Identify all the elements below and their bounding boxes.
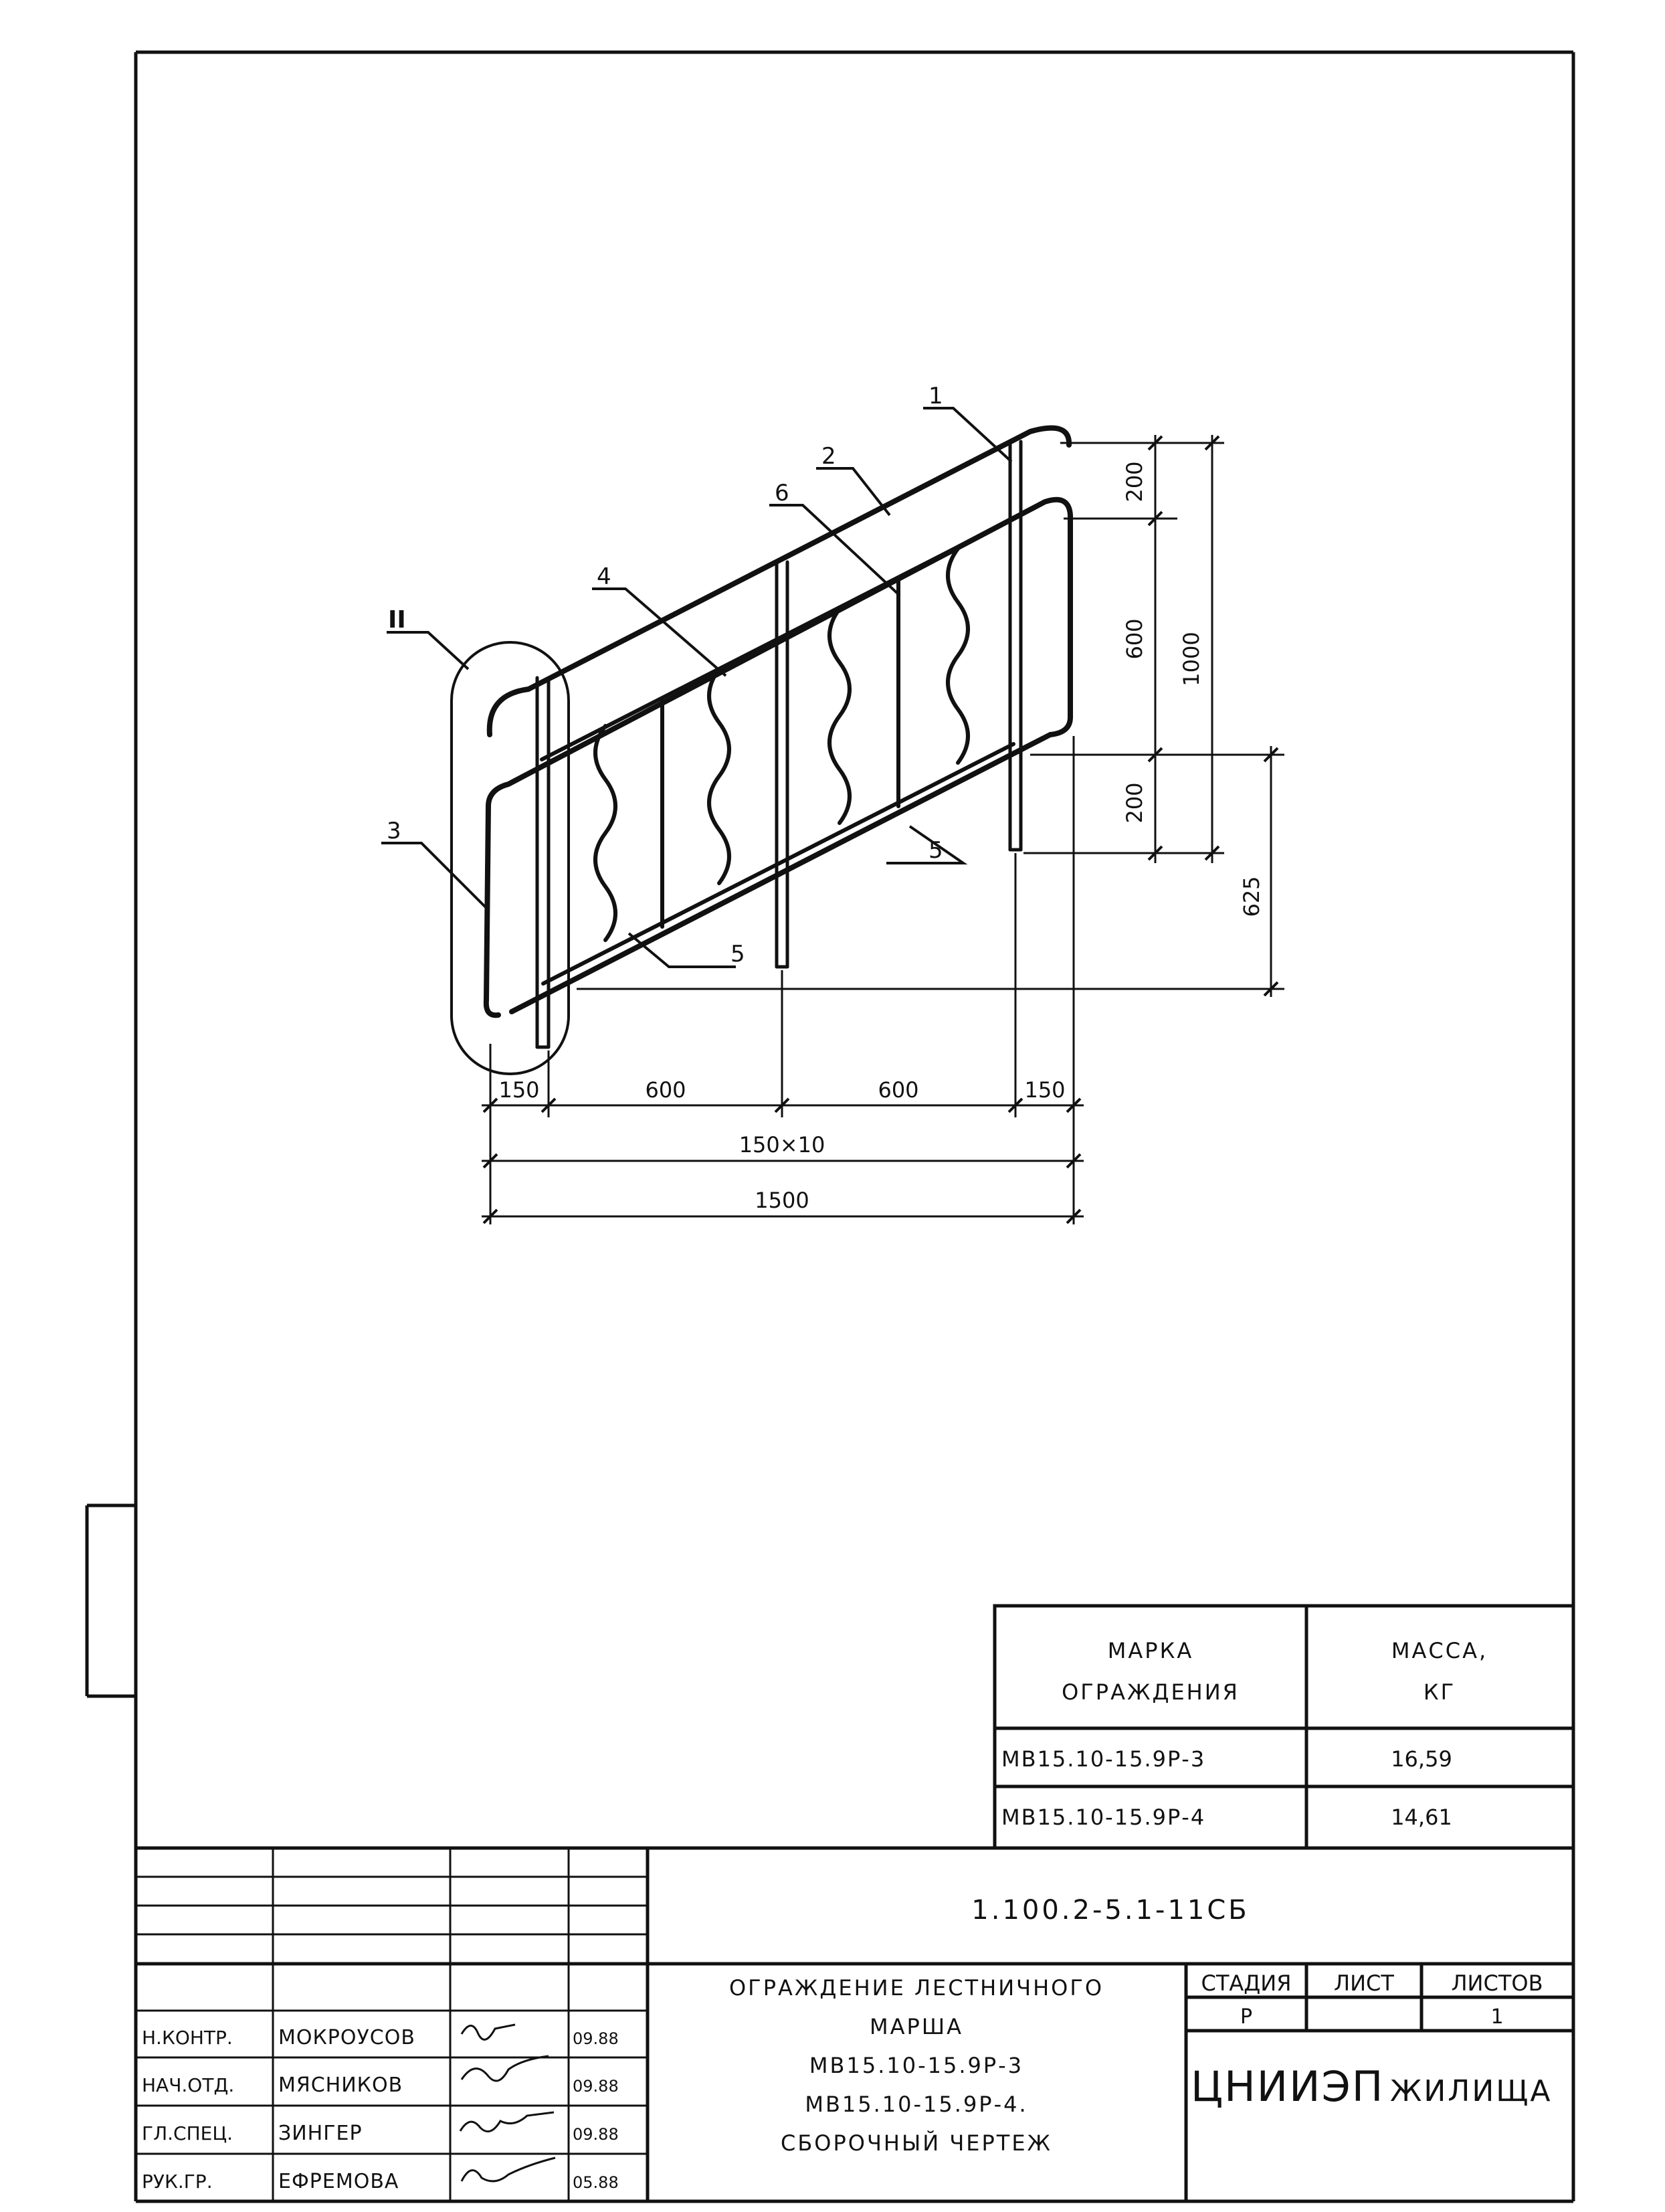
signature — [459, 2111, 555, 2133]
drawing-title-line: МВ15.10-15.9Р-3 — [809, 2053, 1023, 2078]
organization-sub: ЖИЛИЩА — [1390, 2074, 1553, 2108]
vertical-dimensions — [577, 435, 1284, 997]
drawing-title-line: СБОРОЧНЫЙ ЧЕРТЕЖ — [781, 2130, 1052, 2156]
vertical-dimension-labels: 200 600 200 1000 625 — [1122, 461, 1264, 917]
stage-label: СТАДИЯ — [1201, 1970, 1292, 1996]
mass-table-header-mark: МАРКА — [1108, 1638, 1193, 1663]
organization-main: ЦНИИЭП — [1191, 2062, 1384, 2111]
stage-value: Р — [1240, 2005, 1252, 2029]
mass-table-row-mass: 14,61 — [1391, 1805, 1452, 1830]
sign-date: 09.88 — [573, 2029, 619, 2048]
person-name: МЯСНИКОВ — [278, 2073, 403, 2097]
sign-date: 05.88 — [573, 2173, 619, 2192]
dim-200-top: 200 — [1122, 461, 1147, 502]
dim-600-vert: 600 — [1122, 618, 1147, 659]
dim-150x10: 150×10 — [739, 1132, 825, 1158]
dim-150-right: 150 — [1024, 1077, 1065, 1103]
callout-detail: II — [388, 606, 406, 634]
post-right — [1008, 440, 1023, 852]
dim-600-a: 600 — [645, 1077, 686, 1103]
signature — [460, 2156, 556, 2183]
sheets-value: 1 — [1490, 2005, 1503, 2029]
sheets-label: ЛИСТОВ — [1451, 1970, 1543, 1996]
railing-frame — [483, 496, 1073, 1018]
baluster-wavy — [827, 607, 852, 825]
dim-1500: 1500 — [755, 1188, 809, 1213]
railing-drawing — [450, 425, 1073, 1075]
role-label: РУК.ГР. — [142, 2171, 213, 2193]
title-block: 1.100.2-5.1-11СБ Н.КОНТР. МОКРОУСОВ 09.8… — [136, 1846, 1573, 2201]
role-label: Н.КОНТР. — [142, 2027, 233, 2049]
baluster-wavy — [707, 667, 731, 885]
callout-2: 2 — [821, 443, 836, 470]
callout-4: 4 — [597, 563, 611, 590]
sign-date: 09.88 — [573, 2077, 619, 2096]
drawing-title-line: МАРША — [870, 2014, 963, 2039]
mass-table-row-mass: 16,59 — [1391, 1746, 1452, 1772]
sheet-frame — [85, 50, 1575, 2203]
callout-6: 6 — [775, 480, 789, 506]
person-name: ЗИНГЕР — [278, 2122, 363, 2145]
dim-150-left: 150 — [498, 1077, 539, 1103]
callout-3: 3 — [387, 818, 401, 844]
dim-600-b: 600 — [878, 1077, 918, 1103]
mass-table: МАРКА ОГРАЖДЕНИЯ МАССА, КГ МВ15.10-15.9Р… — [993, 1604, 1575, 1850]
detail-oval — [450, 641, 570, 1075]
person-name: ЕФРЕМОВА — [278, 2170, 399, 2193]
mass-table-header-mass: КГ — [1424, 1679, 1456, 1705]
role-label: НАЧ.ОТД. — [142, 2074, 234, 2096]
post-left — [535, 676, 551, 1049]
signature — [460, 2055, 549, 2082]
baluster-wavy — [946, 547, 970, 765]
signatures — [459, 2023, 556, 2183]
horizontal-dimensions — [482, 736, 1084, 1224]
callout-5: 5 — [928, 837, 943, 864]
drawing-title-line: МВ15.10-15.9Р-4. — [805, 2092, 1027, 2117]
post-middle — [775, 560, 789, 969]
dim-200-bottom: 200 — [1122, 782, 1147, 823]
callout-1: 1 — [928, 383, 943, 409]
horizontal-dimension-labels: 150 600 600 150 150×10 1500 — [498, 1077, 1065, 1213]
document-code: 1.100.2-5.1-11СБ — [971, 1895, 1249, 1926]
mass-table-row-mark: МВ15.10-15.9Р-4 — [1001, 1805, 1205, 1830]
handrail — [486, 425, 1072, 737]
dim-625: 625 — [1239, 876, 1264, 917]
approval-rows: Н.КОНТР. МОКРОУСОВ 09.88 НАЧ.ОТД. МЯСНИК… — [142, 2026, 619, 2193]
drawing-title-line: ОГРАЖДЕНИЕ ЛЕСТНИЧНОГО — [729, 1975, 1104, 2001]
mass-table-header-mark: ОГРАЖДЕНИЯ — [1062, 1679, 1240, 1705]
callout-leaders — [381, 407, 1013, 968]
role-label: ГЛ.СПЕЦ. — [142, 2122, 233, 2144]
callout-5: 5 — [730, 941, 745, 967]
sheet-label: ЛИСТ — [1334, 1970, 1394, 1996]
mass-table-header-mass: МАССА, — [1391, 1638, 1488, 1663]
sign-date: 09.88 — [573, 2125, 619, 2144]
mass-table-row-mark: МВ15.10-15.9Р-3 — [1001, 1746, 1205, 1772]
baluster-wavy — [593, 724, 617, 942]
person-name: МОКРОУСОВ — [278, 2026, 415, 2049]
dim-1000: 1000 — [1179, 632, 1204, 686]
signature — [460, 2023, 516, 2041]
callout-labels: 1 2 6 4 II 3 5 5 — [387, 383, 943, 967]
